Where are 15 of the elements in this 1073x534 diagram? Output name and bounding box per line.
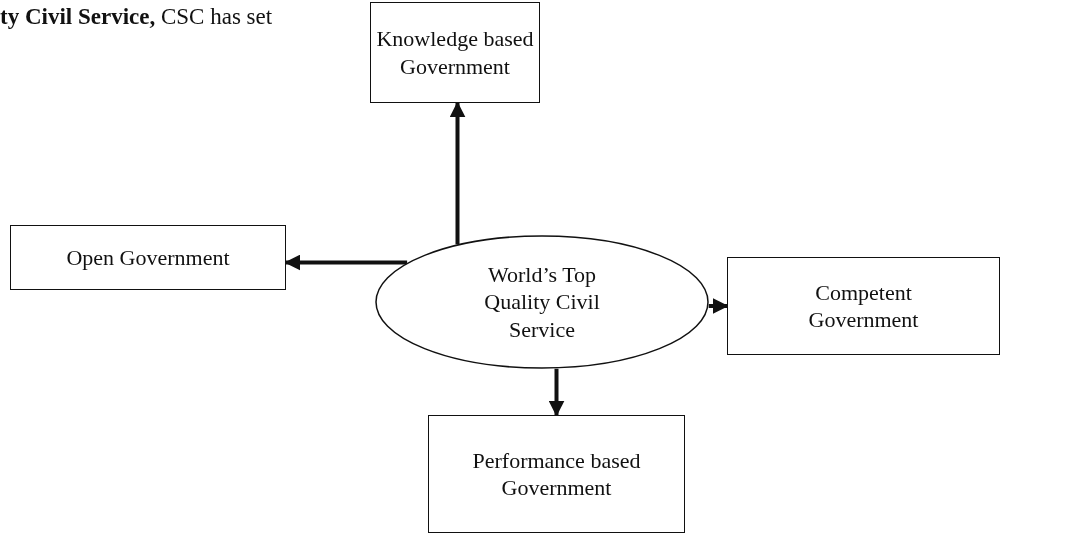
- process-box: [727, 257, 1000, 355]
- node-label: World’s Top Quality Civil Service: [483, 260, 601, 344]
- process-box: [10, 225, 286, 290]
- text-fragment: ty Civil Service, CSC has set: [0, 4, 273, 30]
- process-box: [428, 415, 685, 533]
- node-label: Knowledge based Government: [375, 25, 535, 80]
- arrow: [708, 298, 729, 314]
- arrow: [548, 368, 565, 417]
- node-label: Competent Government: [807, 278, 920, 334]
- arrow: [284, 254, 408, 271]
- process-box: [370, 2, 540, 103]
- node-label: Open Government: [66, 243, 230, 272]
- ellipse-node: [375, 235, 709, 369]
- node-label: Performance based Government: [471, 446, 642, 502]
- arrow: [449, 101, 466, 245]
